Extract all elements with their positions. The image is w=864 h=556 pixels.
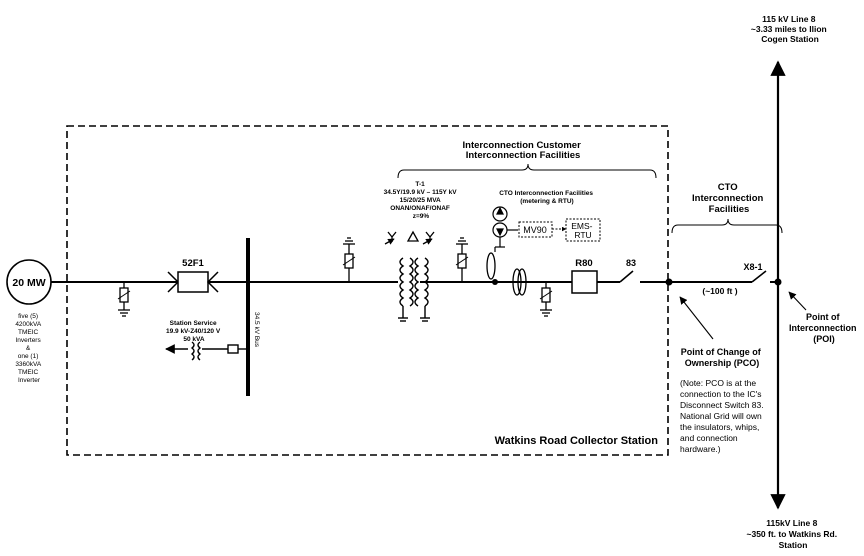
pco-arrow (679, 296, 714, 340)
line-top-label: 115 kV Line 8 ~3.33 miles to Ilion Cogen… (751, 14, 829, 44)
cto-facilities-brace (671, 218, 783, 234)
station-service-label: Station Service 19.9 kV-Z40/120 V 50 kVA (166, 320, 222, 343)
mv90-meter: MV90 (518, 221, 553, 238)
breaker-52f1 (167, 271, 219, 293)
current-transformer-1 (486, 252, 496, 280)
transformer-t1 (398, 257, 430, 322)
breaker-52f1-label: 52F1 (182, 258, 204, 269)
bus-label: 34.5 kV Bus (253, 312, 260, 348)
switch-83-label: 83 (626, 258, 636, 268)
cto-metering-label: CTO Interconnection Facilities (metering… (499, 190, 595, 205)
feeder-arrester (117, 281, 131, 317)
pco-point (665, 278, 673, 286)
disconnect-switch-x81 (751, 270, 767, 283)
poi-arrow (788, 291, 807, 311)
poi-point (774, 278, 782, 286)
ic-facilities-brace (397, 163, 657, 179)
ct-junction (492, 279, 498, 285)
transformer-label: T-1 34.5Y/19.9 kV – 115Y kV 15/20/25 MVA… (384, 181, 459, 220)
metering-devices (492, 206, 518, 252)
breaker-r80-label: R80 (575, 258, 592, 269)
pco-label: Point of Change of Ownership (PCO) (681, 347, 764, 368)
switch-x81-label: X8-1 (743, 262, 762, 272)
svg-text:20 MW: 20 MW (12, 277, 45, 289)
svg-text:MV90: MV90 (523, 225, 547, 235)
svg-text:EMS- RTU: EMS- RTU (571, 221, 595, 240)
distance-label: (~100 ft ) (702, 286, 737, 296)
inverter-label: five (5) 4200kVA TMEIC Inverters & one (… (15, 313, 42, 384)
generator: 20 MW (6, 259, 52, 305)
current-transformer-2 (512, 268, 527, 296)
poi-label: Point of Interconnection (POI) (789, 312, 859, 344)
ic-facilities-label: Interconnection Customer Interconnection… (463, 140, 584, 161)
transformer-winding-symbols (384, 230, 435, 245)
r80-arrester (539, 281, 553, 317)
station-service-transformer (165, 341, 248, 361)
breaker-r80 (571, 270, 598, 294)
line-bottom-label: 115kV Line 8 ~350 ft. to Watkins Rd. Sta… (747, 518, 840, 550)
cto-facilities-label: CTO Interconnection Facilities (692, 182, 766, 215)
ems-rtu: EMS- RTU (565, 218, 601, 242)
hv-side-arrester (455, 237, 469, 282)
bus-side-arrester (342, 237, 356, 282)
pco-note: (Note: PCO is at the connection to the I… (680, 378, 766, 454)
station-name: Watkins Road Collector Station (495, 435, 659, 447)
station-boundary (66, 125, 669, 456)
disconnect-switch-83 (619, 270, 634, 283)
